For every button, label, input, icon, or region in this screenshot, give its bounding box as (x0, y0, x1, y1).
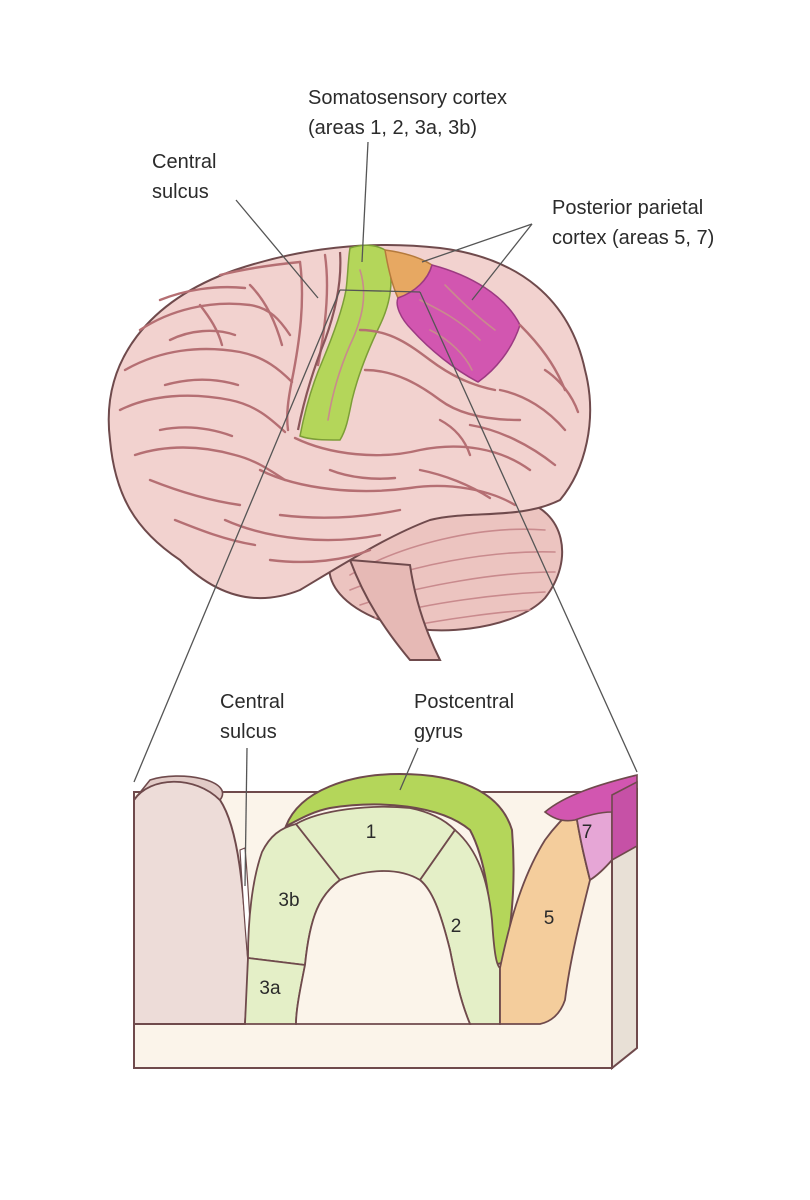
posterior-parietal-label-line1: Posterior parietal (552, 197, 703, 219)
area-2-label: 2 (451, 916, 462, 937)
brainstem (348, 558, 442, 661)
area-7-leader (471, 223, 533, 301)
central-sulcus-label-line2: sulcus (152, 181, 209, 203)
parietal-occipital-gyri (358, 323, 580, 467)
area-5-label: 5 (544, 908, 555, 929)
area-5-leader (421, 223, 533, 263)
somatosensory-label-line2: (areas 1, 2, 3a, 3b) (308, 117, 477, 139)
area-3a-label: 3a (259, 978, 281, 999)
central-sulcus-label-line1: Central (152, 151, 216, 173)
lateral-sulcus (293, 436, 532, 472)
postcentral-gyrus-leader (399, 747, 419, 791)
area-1-label: 1 (366, 822, 377, 843)
postcentral-gyrus-label-line1: Postcentral (414, 691, 514, 713)
area-3b-label: 3b (278, 890, 299, 911)
posterior-parietal-label-line2: cortex (areas 5, 7) (552, 227, 714, 249)
temporal-gyri (268, 468, 492, 564)
zoom-lines (133, 289, 638, 783)
somatosensory-label-line1: Somatosensory cortex (308, 87, 507, 109)
central-sulcus-leader (235, 199, 319, 299)
postcentral-gyrus-label-line2: gyrus (414, 721, 463, 743)
frontal-gyri (118, 260, 302, 547)
top-labels: Somatosensory cortex (areas 1, 2, 3a, 3b… (152, 87, 714, 301)
bottom-labels: Central sulcus Postcentral gyrus (220, 691, 514, 887)
cortex-cross-section: 1 2 3a 3b 5 7 (133, 772, 638, 1071)
central-sulcus-bottom-leader (244, 747, 248, 887)
central-sulcus-bottom-line2: sulcus (220, 721, 277, 743)
area-7-label: 7 (582, 822, 593, 843)
area-7-region (396, 264, 521, 383)
central-sulcus-bottom-line1: Central (220, 691, 284, 713)
somatosensory-leader (361, 141, 369, 263)
central-sulcus-groove (296, 251, 342, 431)
brain-lateral-view (107, 243, 592, 661)
